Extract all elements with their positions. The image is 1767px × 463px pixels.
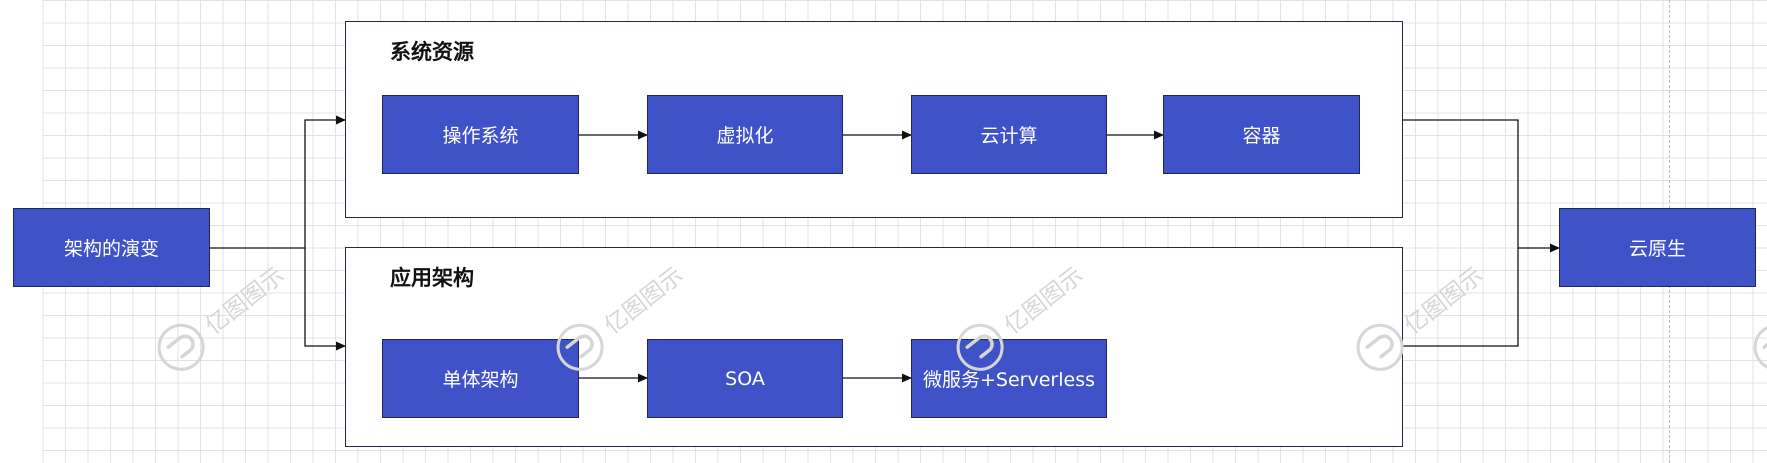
node-container[interactable]: 容器 [1163,95,1360,174]
node-virtualization[interactable]: 虚拟化 [647,95,843,174]
edge-root-to-app-architecture [304,248,346,351]
group-title-app-architecture: 应用架构 [390,266,474,290]
edge-app-architecture-to-cloud-native [1403,248,1519,347]
node-cloud-computing[interactable]: 云计算 [911,95,1107,174]
node-monolith[interactable]: 单体架构 [382,339,579,418]
node-os[interactable]: 操作系统 [382,95,579,174]
edge-root-to-system-resources [210,115,346,249]
edge-system-resources-to-cloud-native [1403,119,1560,253]
node-soa[interactable]: SOA [647,339,843,418]
node-microservices[interactable]: 微服务+Serverless [911,339,1107,418]
node-cloud-native[interactable]: 云原生 [1559,208,1756,287]
group-title-system-resources: 系统资源 [390,40,474,64]
node-root[interactable]: 架构的演变 [13,208,210,287]
